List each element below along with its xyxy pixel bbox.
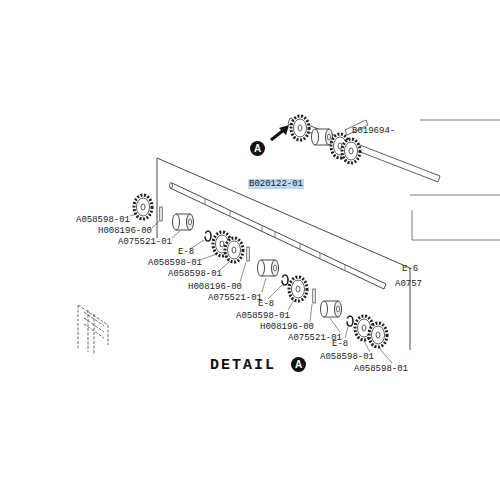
callout-circle: A xyxy=(291,357,306,372)
part-number: E-8 xyxy=(332,339,348,349)
part-number: A075521-01 xyxy=(208,293,262,303)
part-number: B020122-01 xyxy=(248,179,304,189)
part-number: H008196-00 xyxy=(260,322,314,332)
part-number: A058598-01 xyxy=(76,215,130,225)
part-number: A058598-01 xyxy=(168,269,222,279)
part-number: H008196-00 xyxy=(98,226,152,236)
part-number: H008196-00 xyxy=(188,282,242,292)
part-number: E-8 xyxy=(178,247,194,257)
detail-title: DETAIL xyxy=(210,358,276,374)
part-number: A0757 xyxy=(395,279,422,289)
part-number: E-8 xyxy=(258,299,274,309)
part-number: A058598-01 xyxy=(320,352,374,362)
part-number: A058598-01 xyxy=(148,258,202,268)
part-number: B019694- xyxy=(352,126,395,136)
part-number: A075521-01 xyxy=(118,237,172,247)
callout-circle: A xyxy=(250,141,265,156)
part-number: A058598-01 xyxy=(354,364,408,374)
part-number: E-6 xyxy=(402,264,418,274)
part-number: A058598-01 xyxy=(236,311,290,321)
